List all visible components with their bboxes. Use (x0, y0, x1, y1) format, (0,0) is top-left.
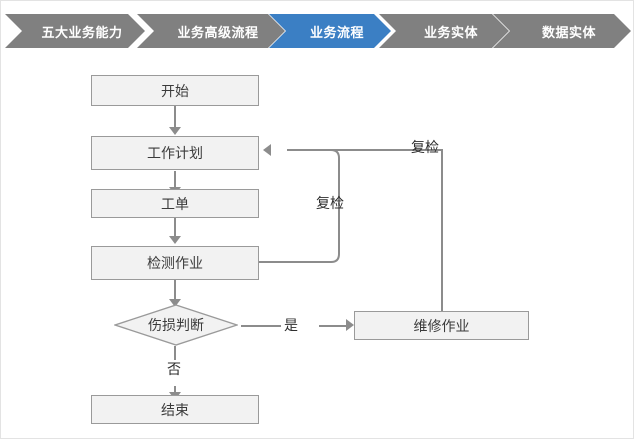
node-start-label: 开始 (161, 82, 189, 99)
arrow-decision-to-repair (346, 319, 354, 331)
line-decision-to-end-upper (174, 346, 176, 360)
line-decision-to-repair-right (319, 325, 347, 327)
breadcrumb-item-3-label: 业务流程 (309, 24, 364, 40)
breadcrumb-item-5-label: 数据实体 (541, 24, 596, 40)
node-end[interactable]: 结束 (91, 395, 259, 424)
node-inspection[interactable]: 检测作业 (91, 246, 259, 280)
edge-label-recheck-repair-text: 复检 (411, 139, 439, 155)
line-decision-to-repair-left (241, 325, 281, 327)
line-decision-to-end-lower (174, 386, 176, 395)
arrow-inspection-to-decision (169, 299, 181, 307)
breadcrumb-item-2[interactable]: 业务高级流程 (137, 14, 285, 48)
breadcrumb-item-3[interactable]: 业务流程 (269, 14, 391, 48)
line-start-to-workplan (174, 106, 176, 128)
node-repair[interactable]: 维修作业 (354, 311, 529, 340)
breadcrumb-item-5[interactable]: 数据实体 (493, 14, 631, 48)
node-decision[interactable] (114, 304, 238, 346)
node-work-order[interactable]: 工单 (91, 189, 259, 218)
node-inspection-label: 检测作业 (147, 255, 203, 271)
breadcrumb-item-1-label: 五大业务能力 (41, 24, 123, 40)
arrow-workorder-to-inspection (169, 236, 181, 244)
arrow-into-work-plan (263, 144, 271, 156)
edge-label-recheck-inspection: 复检 (316, 193, 344, 213)
breadcrumb-item-1[interactable]: 五大业务能力 (5, 14, 145, 48)
node-work-plan[interactable]: 工作计划 (91, 136, 259, 170)
node-start[interactable]: 开始 (91, 75, 259, 106)
edge-label-yes: 是 (284, 315, 298, 335)
breadcrumb-item-4-label: 业务实体 (423, 24, 478, 40)
node-work-order-label: 工单 (161, 195, 189, 212)
breadcrumb: 五大业务能力 业务高级流程 业务流程 业务实体 数据实体 (1, 14, 634, 48)
edge-label-recheck-repair: 复检 (411, 137, 439, 157)
line-workorder-to-inspection (174, 218, 176, 238)
breadcrumb-item-4[interactable]: 业务实体 (379, 14, 509, 48)
edge-label-yes-text: 是 (284, 317, 298, 333)
line-inspection-to-decision (174, 280, 176, 302)
edge-label-recheck-inspection-text: 复检 (316, 195, 344, 211)
line-workplan-to-workorder (174, 171, 176, 189)
node-work-plan-label: 工作计划 (147, 145, 203, 161)
arrow-start-to-workplan (169, 127, 181, 135)
edge-label-no-text: 否 (167, 361, 181, 377)
node-end-label: 结束 (161, 401, 189, 418)
breadcrumb-item-2-label: 业务高级流程 (177, 24, 259, 40)
node-repair-label: 维修作业 (413, 317, 470, 334)
edge-label-no: 否 (167, 359, 181, 379)
